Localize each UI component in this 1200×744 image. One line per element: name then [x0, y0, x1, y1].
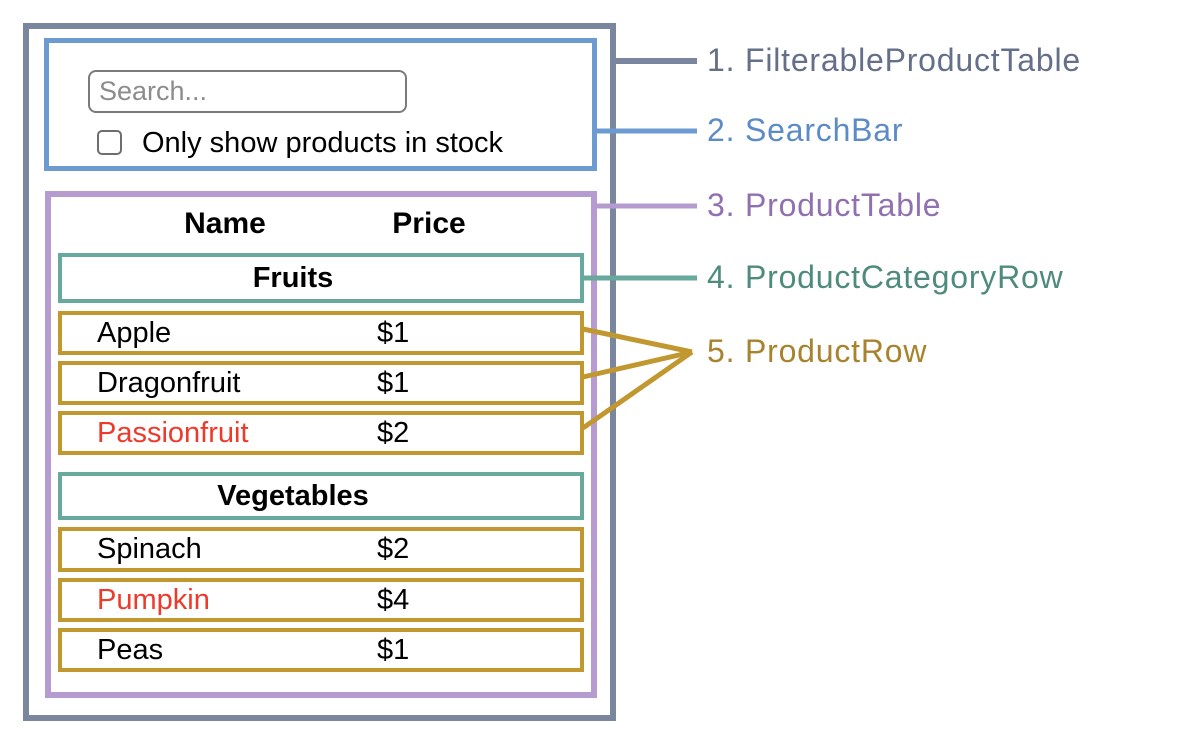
- product-name: Spinach: [97, 533, 202, 565]
- product-row: Dragonfruit $1: [58, 361, 584, 405]
- product-category-row-vegetables: Vegetables: [58, 472, 584, 520]
- annotation-search-bar: 2. SearchBar: [707, 111, 904, 148]
- column-header-name: Name: [184, 207, 266, 240]
- annotation-product-row: 5. ProductRow: [707, 332, 928, 369]
- in-stock-checkbox-label: Only show products in stock: [142, 127, 504, 159]
- product-price: $1: [377, 633, 410, 666]
- category-label: Fruits: [252, 261, 334, 294]
- annotation-product-table: 3. ProductTable: [707, 186, 942, 223]
- product-row: Spinach $2: [58, 527, 584, 572]
- column-header-price: Price: [392, 207, 466, 240]
- annotation-filterable-product-table: 1. FilterableProductTable: [707, 41, 1081, 78]
- product-name: Passionfruit: [97, 416, 249, 449]
- product-row: Passionfruit $2: [58, 411, 584, 455]
- product-category-row-fruits: Fruits: [58, 253, 584, 303]
- product-name: Apple: [97, 316, 172, 349]
- search-input[interactable]: [88, 70, 407, 113]
- category-label: Vegetables: [217, 479, 369, 512]
- product-price: $2: [377, 533, 410, 565]
- product-row: Apple $1: [58, 311, 584, 355]
- product-price: $2: [377, 416, 410, 449]
- product-row: Peas $1: [58, 628, 584, 672]
- product-price: $1: [377, 316, 410, 349]
- product-row: Pumpkin $4: [58, 578, 584, 622]
- product-price: $4: [377, 583, 410, 616]
- in-stock-checkbox[interactable]: [97, 130, 122, 155]
- annotation-product-category-row: 4. ProductCategoryRow: [707, 258, 1064, 295]
- product-name: Peas: [97, 633, 164, 666]
- product-price: $1: [377, 366, 410, 399]
- product-name: Dragonfruit: [97, 366, 241, 399]
- product-name: Pumpkin: [97, 583, 210, 616]
